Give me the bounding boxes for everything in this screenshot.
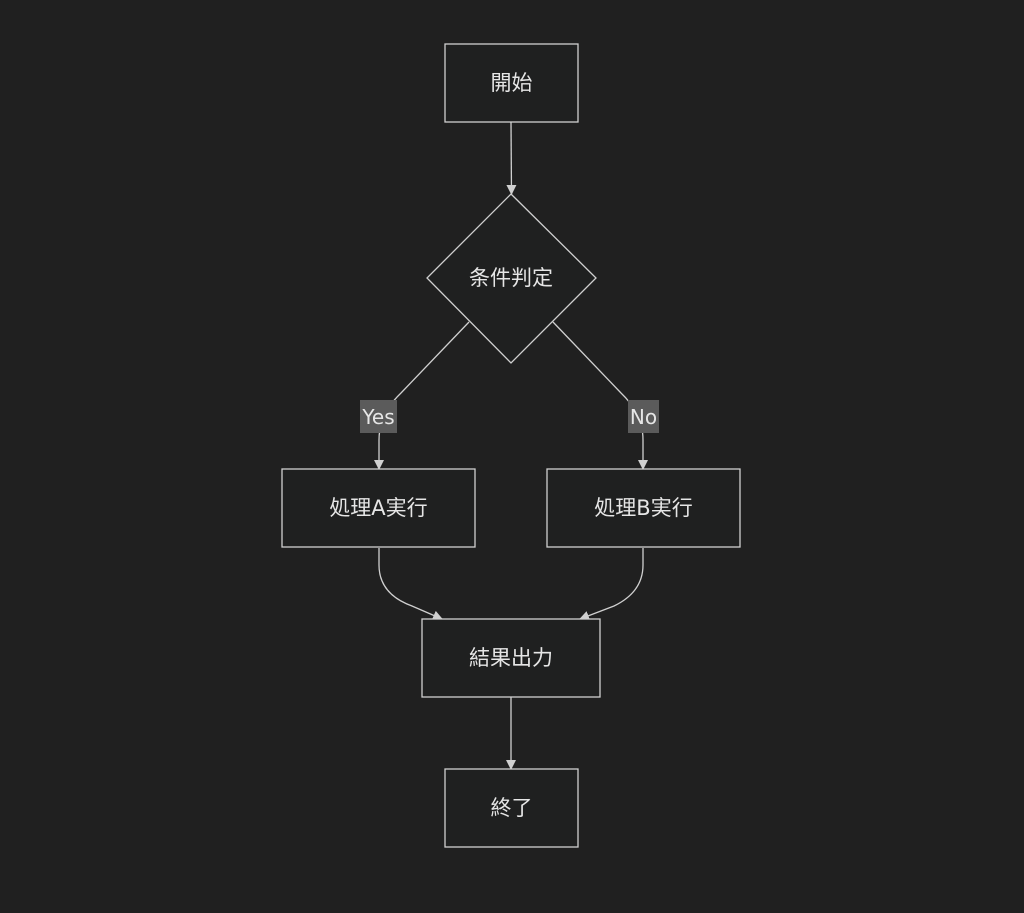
edge-label-yes-text: Yes (361, 405, 394, 429)
node-output-box (421, 618, 601, 698)
edge-label-yes-background (360, 400, 397, 433)
node-end-label: 終了 (491, 796, 533, 820)
edge-label-no-background (628, 400, 659, 433)
edge-start-to-condition (506, 121, 517, 195)
node-condition-label: 条件判定 (469, 266, 553, 290)
edge-label-no-text: No (630, 405, 657, 429)
node-end: 終了 (444, 768, 579, 848)
edge-label-yes: Yes (360, 400, 397, 433)
node-start-box (444, 43, 579, 123)
edge-process-b-to-output (579, 548, 644, 621)
node-start-label: 開始 (491, 71, 533, 95)
node-end-box (444, 768, 579, 848)
node-condition-diamond (426, 193, 597, 364)
edge-label-no: No (628, 400, 659, 433)
node-process-a-box (281, 468, 476, 548)
edge-condition-to-process-a (374, 321, 470, 470)
node-output-label: 結果出力 (469, 646, 553, 670)
edge-condition-to-process-b (552, 321, 648, 470)
node-start: 開始 (444, 43, 579, 123)
node-process-b-label: 処理B実行 (594, 496, 692, 520)
node-output: 結果出力 (421, 618, 601, 698)
node-process-b: 処理B実行 (546, 468, 741, 548)
node-process-b-box (546, 468, 741, 548)
edge-process-a-to-output (378, 548, 443, 621)
node-process-a-label: 処理A実行 (329, 496, 427, 520)
node-condition: 条件判定 (426, 193, 597, 364)
node-process-a: 処理A実行 (281, 468, 476, 548)
